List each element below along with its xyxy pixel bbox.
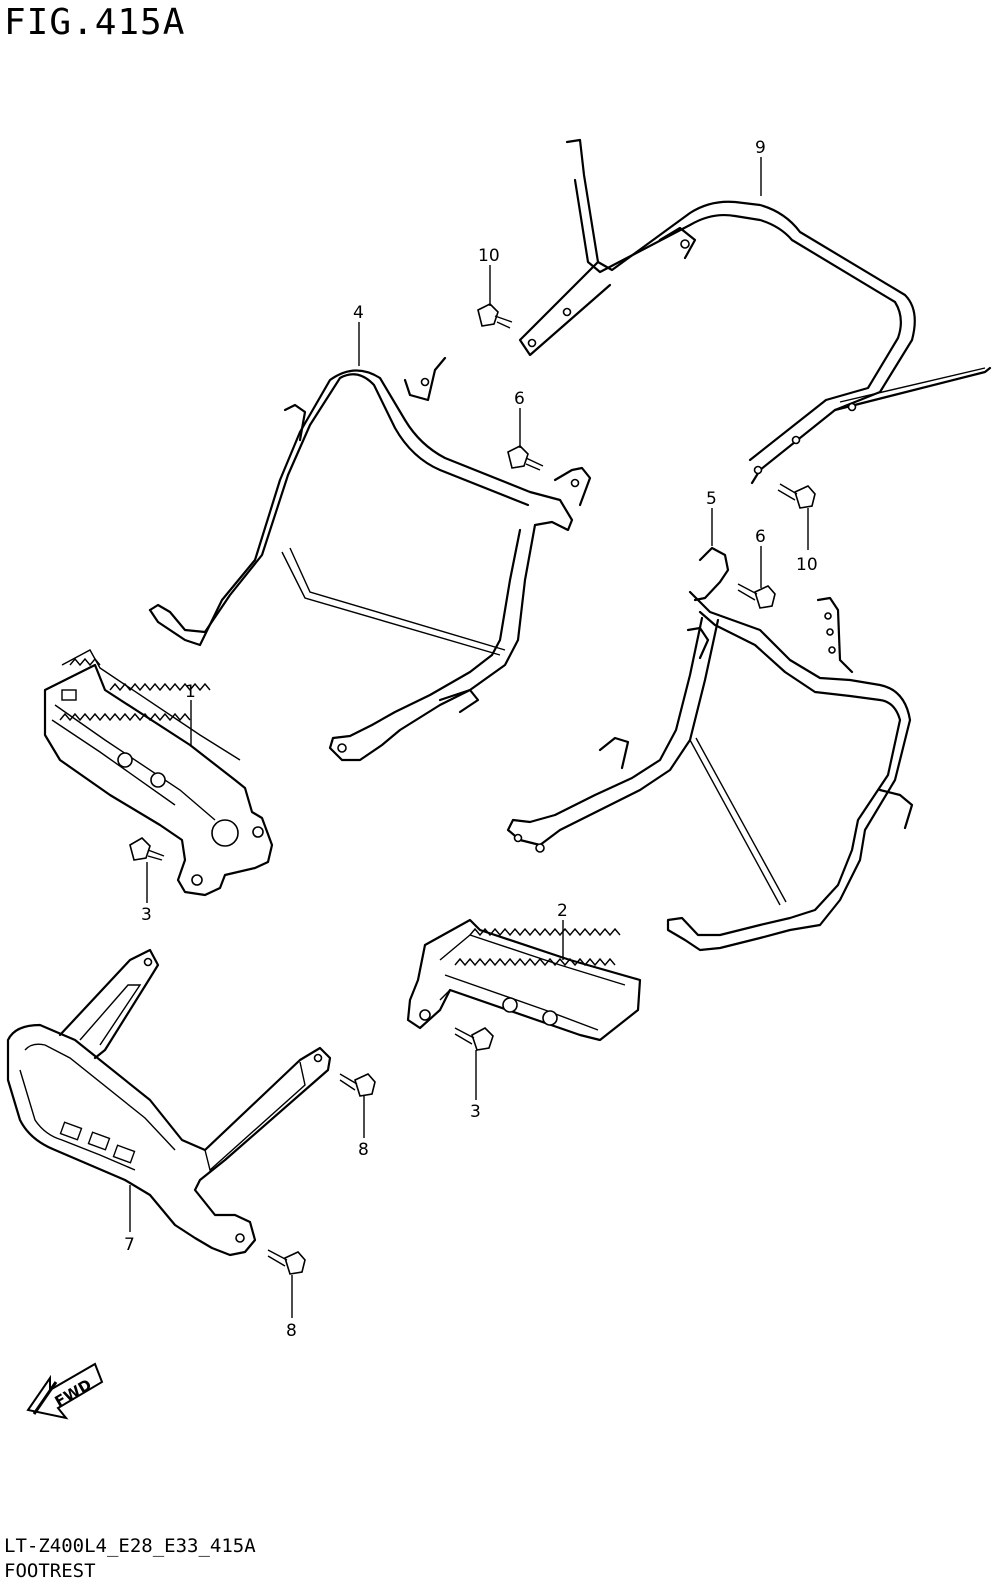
part-4-left-frame — [148, 356, 592, 762]
part-5-right-frame — [506, 546, 914, 952]
callout-9: 9 — [755, 138, 766, 158]
figure-code: LT-Z400L4_E28_E33_415A — [4, 1535, 256, 1557]
bolt-10-upper — [477, 303, 513, 329]
callout-5: 5 — [706, 489, 717, 509]
part-7-front-bar — [6, 948, 332, 1257]
callout-7: 7 — [124, 1235, 135, 1255]
bolt-8-lower — [267, 1249, 306, 1275]
part-1-left-footpeg — [43, 649, 274, 897]
callout-8-lower: 8 — [286, 1321, 297, 1341]
part-9-rear-bar — [518, 138, 992, 485]
bolt-6-upper — [507, 445, 544, 471]
part-2-right-footpeg — [406, 918, 642, 1042]
bolt-3-left — [129, 836, 165, 861]
bolt-6-lower — [737, 583, 776, 609]
callout-6-upper: 6 — [514, 389, 525, 409]
callout-1: 1 — [185, 682, 196, 702]
bolt-8-upper — [339, 1073, 376, 1097]
callout-4: 4 — [353, 303, 364, 323]
callout-3-right: 3 — [470, 1102, 481, 1122]
callout-6-lower: 6 — [755, 527, 766, 547]
figure-title: FIG.415A — [4, 2, 186, 43]
callout-8-upper: 8 — [358, 1140, 369, 1160]
bolt-10-lower — [777, 483, 816, 509]
callout-10-lower: 10 — [796, 555, 818, 575]
figure-name: FOOTREST — [4, 1560, 96, 1582]
callout-10-upper: 10 — [478, 246, 500, 266]
callout-2: 2 — [557, 901, 568, 921]
bolt-3-right — [454, 1027, 494, 1051]
callout-3-left: 3 — [141, 905, 152, 925]
fwd-arrow-icon: FWD — [26, 1362, 104, 1420]
leader-lines — [129, 157, 809, 1318]
